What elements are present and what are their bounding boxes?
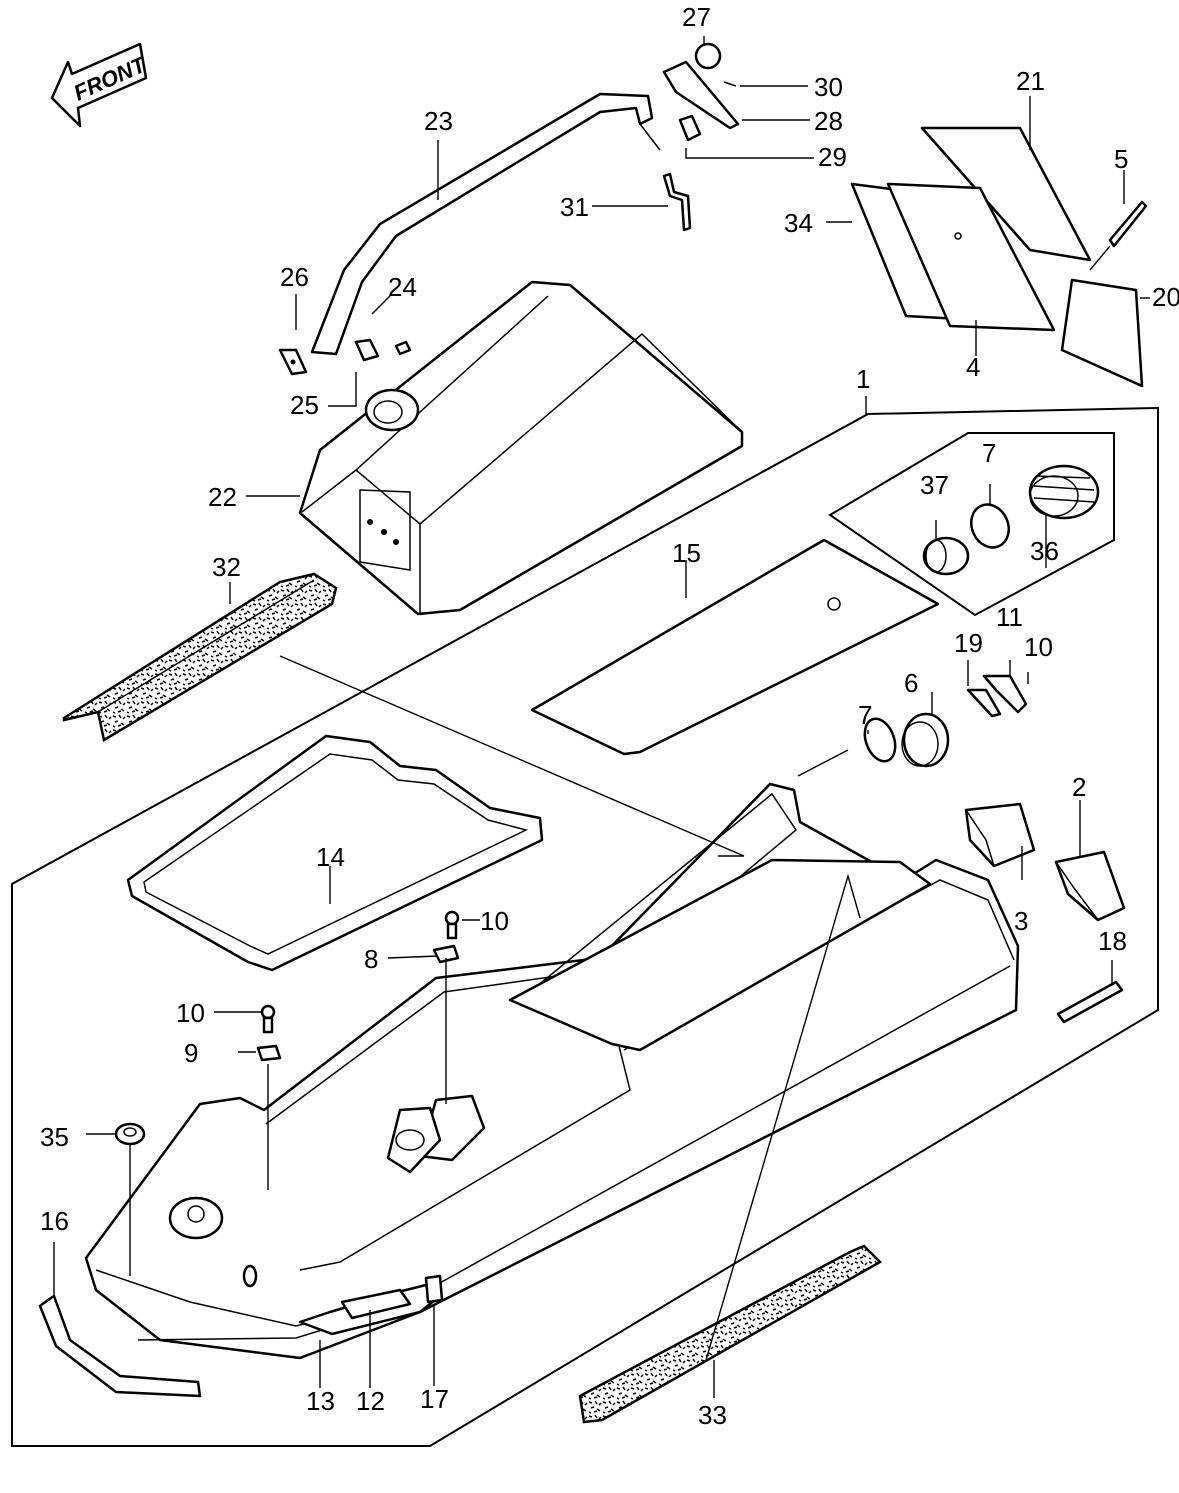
cover-2-part (1054, 850, 1126, 922)
bracket-11-part (966, 674, 1028, 718)
nut-8-part (432, 944, 460, 964)
latch-part (662, 42, 740, 142)
cap-37-part (922, 536, 970, 576)
cover-3-part (964, 802, 1036, 868)
callout-24: 24 (388, 272, 417, 302)
strap-part (310, 92, 661, 356)
panel-21-part (920, 126, 1092, 262)
ring-7-upper-part (970, 503, 1010, 549)
callout-10-middle: 10 (480, 906, 509, 936)
callout-21: 21 (1016, 66, 1045, 96)
callout-7-lower: 7 (858, 700, 872, 730)
pad-32-part (62, 572, 338, 742)
ring-7-lower-part (863, 717, 897, 763)
callout-31: 31 (560, 192, 589, 222)
plug-6-part (901, 712, 950, 768)
callout-14: 14 (316, 842, 345, 872)
screw-5-part (1108, 200, 1148, 248)
group-boundary-intake (828, 432, 1115, 617)
callout-3: 3 (1014, 906, 1028, 936)
nut-9-part (256, 1044, 282, 1062)
rail-16-part (38, 1294, 202, 1398)
callout-17: 17 (420, 1384, 449, 1414)
callout-33: 33 (698, 1400, 727, 1430)
group-boundary-1 (11, 406, 1159, 1447)
callout-13: 13 (306, 1386, 335, 1416)
callout-35: 35 (40, 1122, 69, 1152)
callout-32: 32 (212, 552, 241, 582)
callout-12: 12 (356, 1386, 385, 1416)
engine-hood-part (298, 280, 744, 616)
callout-34: 34 (784, 208, 813, 238)
callout-1: 1 (856, 364, 870, 394)
bolt-10-part (260, 1004, 276, 1034)
callouts: 1 2 3 4 5 6 7 7 8 9 10 10 10 11 12 13 14… (40, 2, 1179, 1430)
mat-15-part (530, 538, 940, 756)
bracket-26-part (278, 348, 308, 376)
callout-6: 6 (904, 668, 918, 698)
callout-10-right: 10 (1024, 632, 1053, 662)
leader-lines (53, 36, 1150, 1398)
callout-37: 37 (920, 470, 949, 500)
callout-18: 18 (1098, 926, 1127, 956)
callout-27: 27 (682, 2, 711, 32)
callout-15: 15 (672, 538, 701, 568)
grommet-35-part (114, 1122, 146, 1146)
bolt-10b-part (444, 910, 460, 940)
intake-36-part (1028, 464, 1100, 520)
panel-4-part (886, 182, 1056, 332)
gasket-14-part (126, 734, 544, 972)
clip-17-part (424, 1274, 444, 1304)
callout-23: 23 (424, 106, 453, 136)
callout-16: 16 (40, 1206, 69, 1236)
callout-25: 25 (290, 390, 319, 420)
bracket-25-part (354, 338, 412, 362)
callout-22: 22 (208, 482, 237, 512)
callout-10-left: 10 (176, 998, 205, 1028)
trim-18-part (1056, 980, 1124, 1024)
callout-9: 9 (184, 1038, 198, 1068)
callout-26: 26 (280, 262, 309, 292)
panel-20-part (1060, 278, 1144, 388)
callout-28: 28 (814, 106, 843, 136)
callout-36: 36 (1030, 536, 1059, 566)
callout-4: 4 (966, 352, 980, 382)
callout-30: 30 (814, 72, 843, 102)
hook-part (662, 172, 692, 232)
pad-33-part (578, 1244, 883, 1424)
callout-20: 20 (1152, 282, 1179, 312)
callout-19: 19 (954, 628, 983, 658)
callout-29: 29 (818, 142, 847, 172)
callout-5: 5 (1114, 144, 1128, 174)
callout-7-upper: 7 (982, 438, 996, 468)
hull-part (84, 782, 1020, 1360)
callout-2: 2 (1072, 772, 1086, 802)
callout-11: 11 (996, 602, 1023, 632)
callout-8: 8 (364, 944, 378, 974)
front-arrow-icon: FRONT (50, 42, 151, 128)
